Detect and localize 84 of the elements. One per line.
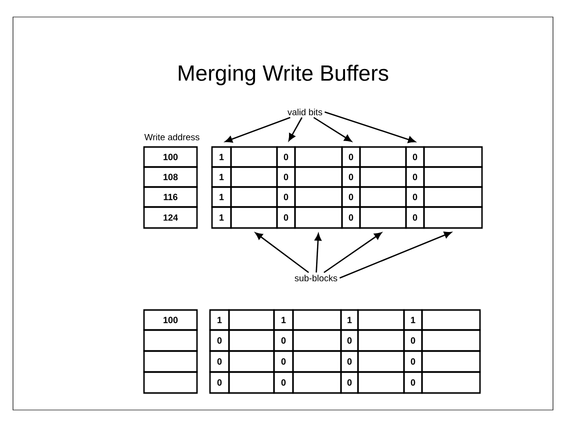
empty-cell — [228, 329, 275, 352]
bit-cell: 1 — [403, 309, 423, 331]
bit-cell: 1 — [211, 206, 232, 229]
caption-text: sub-blocks — [294, 274, 338, 282]
bit-cell: 1 — [211, 146, 232, 168]
empty-cell — [292, 371, 342, 394]
empty-cell — [294, 186, 343, 208]
address-cell: 100 — [143, 146, 198, 168]
bit-cell: 1 — [211, 186, 232, 208]
caption-text: valid bits — [288, 108, 322, 116]
arrow — [255, 232, 310, 274]
bit-cell: 0 — [341, 206, 361, 229]
bit-cell: 1 — [273, 309, 294, 331]
bit-cell: 0 — [209, 350, 230, 373]
bit-cell: 0 — [276, 146, 296, 168]
table-heading: Write address — [144, 134, 200, 140]
bit-cell: 0 — [276, 206, 296, 229]
empty-cell — [359, 166, 407, 188]
empty-cell — [294, 146, 343, 168]
bit-cell: 0 — [405, 186, 425, 208]
bit-cell: 0 — [276, 166, 296, 188]
empty-cell — [423, 206, 483, 229]
empty-cell — [228, 371, 275, 394]
empty-cell — [357, 309, 405, 331]
empty-cell — [230, 146, 278, 168]
arrow — [225, 116, 290, 143]
bit-cell: 0 — [405, 166, 425, 188]
title: Merging Write Buffers — [178, 64, 388, 86]
arrow — [313, 116, 352, 142]
empty-cell — [421, 309, 481, 331]
empty-cell — [230, 186, 278, 208]
empty-cell — [357, 329, 405, 352]
arrow — [314, 233, 322, 273]
empty-cell — [228, 309, 275, 331]
bit-cell: 0 — [403, 329, 423, 352]
bit-cell: 0 — [340, 371, 359, 394]
empty-cell — [357, 371, 405, 394]
bit-cell: 0 — [273, 329, 294, 352]
bit-cell: 0 — [341, 186, 361, 208]
empty-cell — [230, 166, 278, 188]
bit-cell: 1 — [340, 309, 359, 331]
bit-cell: 0 — [276, 186, 296, 208]
empty-cell — [294, 166, 343, 188]
bit-cell: 0 — [273, 350, 294, 373]
empty-cell — [357, 350, 405, 373]
bit-cell: 1 — [211, 166, 232, 188]
empty-cell — [423, 186, 483, 208]
address-cell: 108 — [143, 166, 198, 188]
empty-cell — [359, 146, 407, 168]
empty-cell — [143, 329, 198, 352]
empty-cell — [359, 186, 407, 208]
empty-cell — [423, 146, 483, 168]
bit-cell: 0 — [340, 329, 359, 352]
bit-cell: 0 — [341, 166, 361, 188]
arrow — [339, 232, 452, 279]
address-cell: 100 — [143, 309, 198, 331]
empty-cell — [292, 329, 342, 352]
bit-cell: 0 — [405, 146, 425, 168]
bit-cell: 0 — [340, 350, 359, 373]
empty-cell — [421, 329, 481, 352]
arrow — [288, 117, 302, 141]
bit-cell: 0 — [403, 350, 423, 373]
empty-cell — [230, 206, 278, 229]
empty-cell — [294, 206, 343, 229]
empty-cell — [292, 350, 342, 373]
empty-cell — [421, 371, 481, 394]
bit-cell: 0 — [273, 371, 294, 394]
empty-cell — [143, 350, 198, 373]
address-cell: 124 — [143, 206, 198, 229]
empty-cell — [423, 166, 483, 188]
bit-cell: 1 — [209, 309, 230, 331]
empty-cell — [292, 309, 342, 331]
bit-cell: 0 — [209, 371, 230, 394]
arrow — [324, 232, 382, 274]
empty-cell — [421, 350, 481, 373]
bit-cell: 0 — [341, 146, 361, 168]
empty-cell — [228, 350, 275, 373]
bit-cell: 0 — [405, 206, 425, 229]
empty-cell — [143, 371, 198, 394]
bit-cell: 0 — [403, 371, 423, 394]
empty-cell — [359, 206, 407, 229]
arrow — [324, 111, 416, 143]
bit-cell: 0 — [209, 329, 230, 352]
address-cell: 116 — [143, 186, 198, 208]
